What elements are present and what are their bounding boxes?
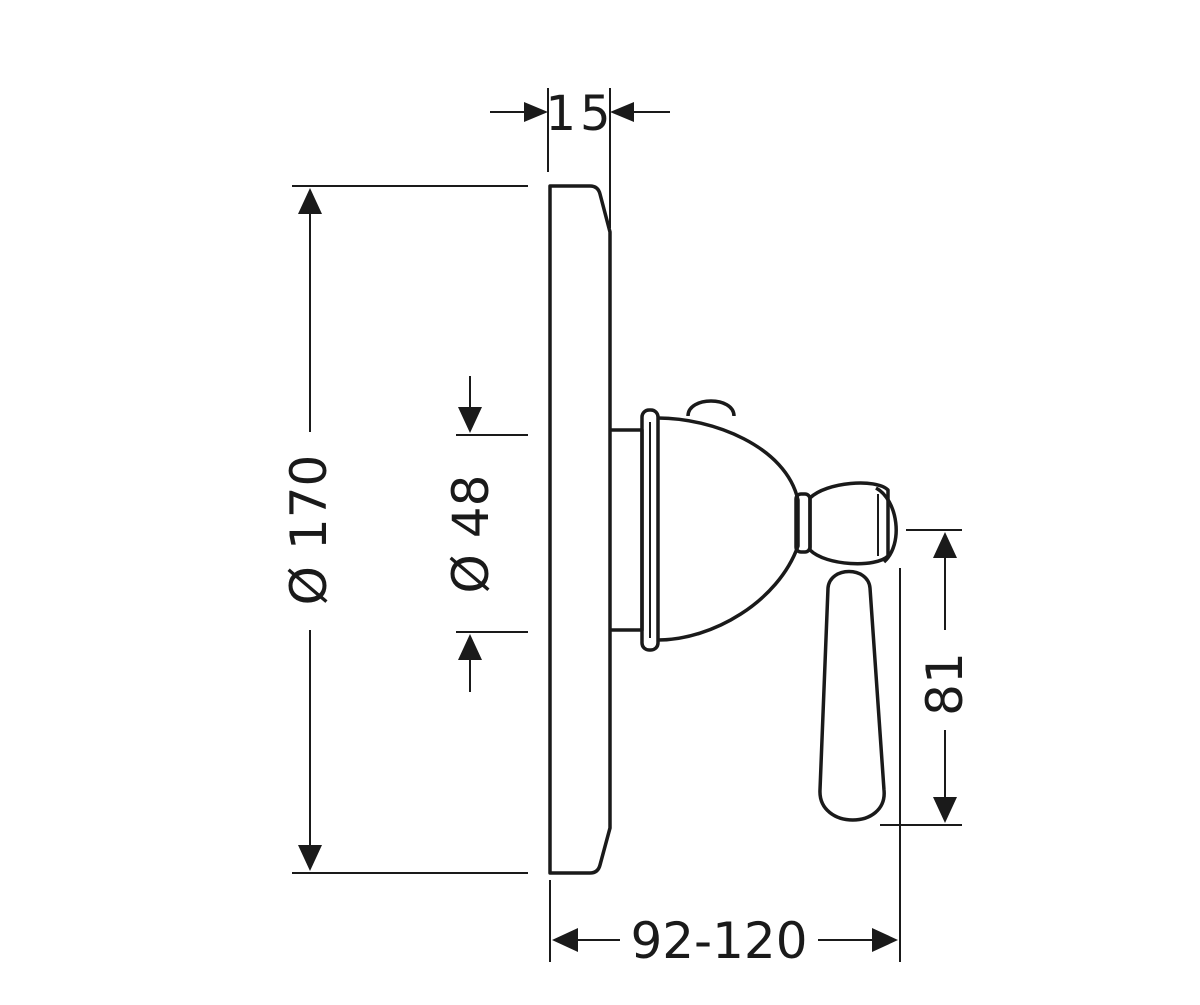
dimension-projection-depth: 92-120 xyxy=(549,568,901,970)
plate-diameter-label: Ø 170 xyxy=(280,455,338,606)
valve-body xyxy=(610,399,812,652)
plate-thickness-label: 15 xyxy=(545,86,614,142)
lever-height-label: 81 xyxy=(916,652,974,716)
lever-handle xyxy=(808,481,898,822)
dimension-knob-diameter: Ø 48 xyxy=(442,376,528,692)
dimension-plate-diameter: Ø 170 xyxy=(280,185,528,874)
projection-depth-label: 92-120 xyxy=(630,912,807,970)
dimension-lever-height: 81 xyxy=(880,529,974,826)
dimension-plate-thickness: 15 xyxy=(490,86,670,228)
knob-diameter-label: Ø 48 xyxy=(442,475,500,594)
wall-plate xyxy=(548,184,612,875)
